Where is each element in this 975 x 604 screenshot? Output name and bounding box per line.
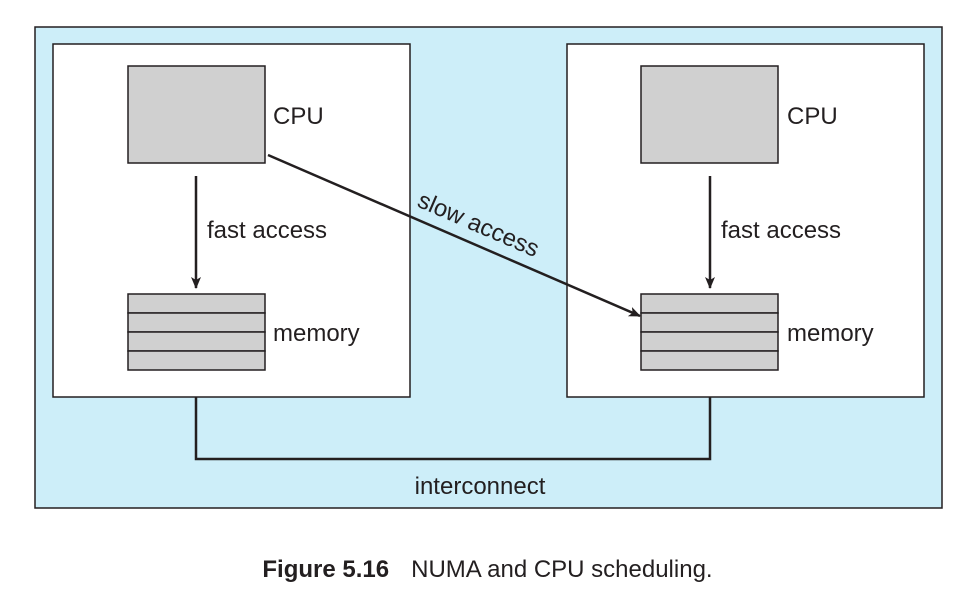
cpu-right: [640, 65, 779, 164]
cpu-left: [127, 65, 266, 164]
memory-left: [127, 293, 266, 371]
fast-access-left-label: fast access: [207, 217, 327, 244]
cpu-left-label: CPU: [273, 103, 324, 130]
interconnect-label: interconnect: [415, 473, 546, 500]
cpu-right-label: CPU: [787, 103, 838, 130]
memory-right-label: memory: [787, 320, 874, 347]
memory-left-label: memory: [273, 320, 360, 347]
figure-caption-text: NUMA and CPU scheduling.: [411, 556, 713, 583]
slow-access-arrow: [267, 153, 641, 318]
figure-caption: Figure 5.16 NUMA and CPU scheduling.: [0, 556, 975, 584]
interconnect-line: [194, 397, 712, 461]
fast-access-right-label: fast access: [721, 217, 841, 244]
figure-number: Figure 5.16: [262, 556, 390, 583]
memory-right: [640, 293, 779, 371]
